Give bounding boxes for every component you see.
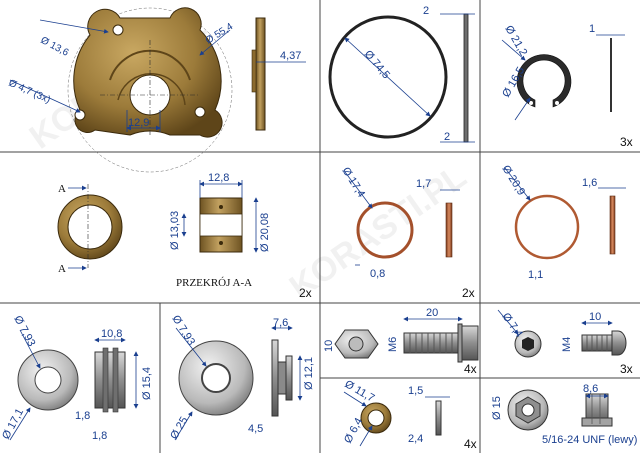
oring-small-ring [356, 201, 414, 259]
dim-bolt-diameter: Ø 13,6 [39, 35, 71, 59]
washer-side [435, 400, 442, 436]
nut-thread-spec: 5/16-24 UNF (lewy) [542, 434, 637, 446]
panel-washer: Ø 11,7 Ø 6,4 1,5 2,4 4x [342, 378, 477, 451]
dim-bolt-m4-head: Ø 7,4 [500, 311, 525, 340]
dim-bolt-m6-head: 10 [323, 340, 335, 352]
panel-bolt-m6: 10 20 M6 4x [323, 307, 479, 376]
dim-flinger-hub: Ø 12,1 [303, 357, 315, 390]
dim-oring-medium-section: 1,1 [528, 269, 543, 281]
dim-plate-thickness: 4,37 [280, 50, 301, 62]
panel-large-oring: Ø 74,5 2 2 [328, 5, 475, 143]
dim-bolt-m4-thread: M4 [561, 337, 573, 352]
panel-circlip: Ø 21,2 Ø 16,5 1 3x [500, 23, 632, 149]
bolt-m4-side [581, 330, 627, 356]
dim-sleeve-inner: Ø 7,93 [11, 314, 37, 349]
mount-hole-icon [74, 109, 86, 121]
panel-bolt-m4: Ø 7,4 10 M4 3x [497, 309, 633, 376]
dim-oring-medium-d: Ø 20,9 [499, 163, 527, 197]
dim-nut-height: 8,6 [583, 383, 598, 395]
large-oring-section [463, 13, 469, 143]
dim-hole-diameter: Ø 4,7 (3x) [7, 78, 52, 106]
dim-circlip-thickness: 1 [589, 23, 595, 35]
dim-washer-thickness: 1,5 [408, 385, 423, 397]
section-mark-top: A [58, 183, 66, 195]
mount-hole-icon [194, 106, 206, 118]
dim-circlip-outer: Ø 21,2 [502, 24, 529, 59]
section-caption: PRZEKRÓJ A-A [176, 277, 252, 289]
dim-sleeve-outer: Ø 17,1 [0, 407, 26, 442]
dim-outer-diameter: Ø 55,4 [204, 21, 236, 46]
dim-oring-medium-thickness: 1,6 [582, 177, 597, 189]
dim-bushing-width: 12,8 [208, 172, 229, 184]
dim-bolt-m6-thread: M6 [387, 337, 399, 352]
dim-oring-width-bottom: 2 [444, 131, 450, 143]
qty-bolt-m4: 3x [620, 362, 633, 376]
dim-bolt-m4-length: 10 [589, 311, 601, 323]
dim-bushing-inner: Ø 13,03 [169, 211, 181, 250]
dim-bolt-m6-length: 20 [426, 307, 438, 319]
dim-nut-diameter: Ø 15 [491, 396, 503, 420]
oring-medium-ring [514, 194, 580, 260]
mount-hole-icon [112, 24, 124, 36]
dim-sleeve-length: 10,8 [101, 328, 122, 340]
panel-nut: Ø 15 8,6 5/16-24 UNF (lewy) [491, 383, 637, 446]
dim-flinger-width: 7,6 [273, 317, 288, 329]
circlip-section [610, 38, 612, 112]
dim-flinger-offset: 4,5 [248, 423, 263, 435]
panel-piston-sleeve: Ø 7,93 Ø 17,1 10,8 Ø 15,4 1,8 1,8 [0, 314, 153, 442]
dim-oring-small-section: 0,8 [370, 268, 385, 280]
qty-circlip: 3x [620, 135, 633, 149]
dim-oring-width-top: 2 [423, 5, 429, 17]
dim-washer-outer: Ø 11,7 [343, 378, 377, 405]
watermark-text-2: KORASTI.PL [283, 157, 473, 306]
qty-oring-small: 2x [462, 286, 475, 300]
panel-oring-medium: Ø 20,9 1,6 1,1 [499, 163, 626, 281]
dim-bushing-outer: Ø 20,08 [259, 213, 271, 252]
dim-sleeve-groove: Ø 15,4 [141, 367, 153, 400]
dim-oring-small-thickness: 1,7 [416, 178, 431, 190]
qty-bolt-m6: 4x [464, 362, 477, 376]
bushing-section [199, 197, 243, 253]
qty-washer: 4x [464, 437, 477, 451]
dim-oring-diameter: Ø 74,5 [362, 48, 392, 81]
oring-small-section [445, 202, 453, 258]
dim-washer-width: 2,4 [408, 433, 423, 445]
circlip-ring [516, 54, 572, 108]
qty-bushing: 2x [299, 286, 312, 300]
sleeve-side [94, 347, 126, 413]
flinger-side [271, 339, 293, 417]
panel-flinger: Ø 7,93 Ø 25 7,6 Ø 12,1 4,5 [168, 313, 315, 441]
dim-oring-small-d: Ø 17,4 [339, 165, 367, 199]
dim-flinger-inner: Ø 7,93 [169, 313, 197, 347]
nut-side [581, 393, 613, 427]
dim-flinger-outer: Ø 25 [168, 415, 190, 442]
oring-medium-section [609, 195, 616, 255]
bolt-m6-side [403, 323, 479, 363]
large-oring-ring [328, 15, 448, 139]
dim-sleeve-groove-w: 1,8 [75, 410, 90, 422]
dim-sleeve-edge-w: 1,8 [92, 430, 107, 442]
dim-plate-width: 12,9 [128, 117, 149, 129]
section-mark-bottom: A [58, 263, 66, 275]
dim-washer-inner: Ø 6,4 [342, 416, 365, 445]
panel-bushing: A A 12,8 Ø 13,03 Ø 20,08 PRZEKRÓJ A-A 2x [57, 172, 312, 300]
thrust-plate-side [255, 17, 266, 131]
